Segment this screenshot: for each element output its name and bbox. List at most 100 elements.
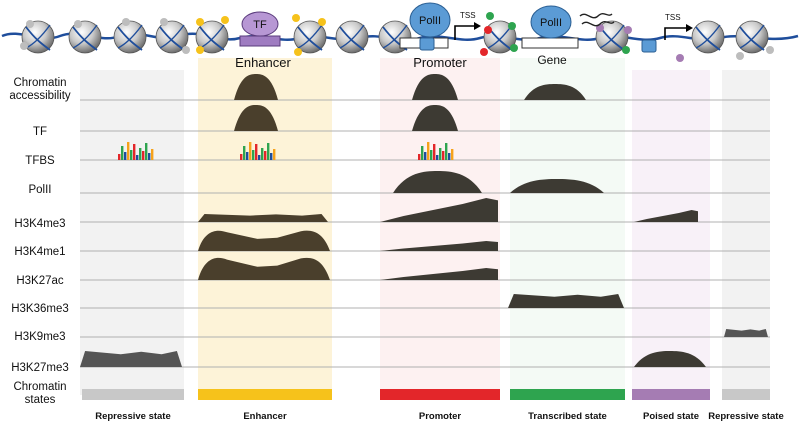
histone-mark-dot	[196, 18, 204, 26]
state-label: Repressive state	[708, 411, 784, 422]
tf-label: TF	[253, 19, 267, 31]
histone-mark-dot	[318, 18, 326, 26]
signal-peak	[380, 241, 498, 251]
track-label: H3K9me3	[14, 331, 65, 343]
state-label: Promoter	[419, 411, 462, 422]
chromatin-state-bars: Repressive state Enhancer Promoter Transcri…	[82, 389, 784, 422]
state-bar	[198, 389, 332, 400]
signal-peak	[634, 351, 706, 367]
polII-label-promoter: PolII	[419, 15, 441, 27]
signal-peak	[412, 74, 458, 100]
signal-peak	[412, 105, 458, 131]
nucleosome-icon	[293, 20, 327, 54]
nucleosome-icon	[691, 20, 725, 54]
histone-mark-dot	[766, 46, 774, 54]
histone-mark-dot	[294, 48, 302, 56]
nucleosome-icon	[21, 20, 55, 54]
histone-mark-dot	[221, 16, 229, 24]
transcribed-panel	[510, 58, 625, 395]
nucleosome-icon	[335, 20, 369, 54]
histone-mark-dot	[736, 52, 744, 60]
signal-peak	[508, 294, 624, 308]
state-label: Transcribed state	[528, 411, 607, 422]
histone-mark-dot	[486, 12, 494, 20]
tss-arrow-promoter: TSS	[454, 11, 481, 40]
signal-peak	[524, 84, 586, 100]
nucleosome-icon	[68, 20, 102, 54]
tf-protein: TF	[239, 11, 281, 47]
tfbs-logo-icon	[240, 142, 276, 160]
tfbs-motifs	[118, 142, 454, 160]
histone-mark-dot	[508, 22, 516, 30]
signal-peak	[80, 351, 182, 367]
histone-mark-dot	[182, 46, 190, 54]
track-label: TFBS	[25, 155, 55, 167]
nucleosome-icon	[735, 20, 769, 54]
signal-peak	[393, 171, 482, 193]
poised-panel	[632, 70, 710, 395]
track-label: H3K27me3	[11, 362, 69, 374]
track-label: PolII	[28, 184, 51, 196]
histone-mark-dot	[26, 20, 34, 28]
state-label: Enhancer	[243, 411, 287, 422]
histone-mark-dot	[74, 20, 82, 28]
track-label: H3K4me3	[14, 218, 65, 230]
histone-mark-dot	[292, 14, 300, 22]
histone-mark-dot	[676, 54, 684, 62]
signal-peak	[234, 105, 278, 131]
state-bar	[82, 389, 184, 400]
histone-mark-dot	[510, 44, 518, 52]
track-label: TF	[33, 126, 47, 138]
histone-mark-dot	[484, 26, 492, 34]
state-bar	[722, 389, 770, 400]
signal-peak	[724, 329, 768, 337]
tfbs-logo-icon	[418, 142, 454, 160]
histone-mark-dot	[624, 26, 632, 34]
track-label: H3K27ac	[16, 275, 64, 287]
enhancer-title: Enhancer	[235, 55, 291, 70]
histone-marks	[20, 12, 774, 62]
repressive-panel-right	[722, 70, 770, 395]
histone-mark-dot	[122, 18, 130, 26]
promoter-title: Promoter	[413, 55, 467, 70]
signal-peak	[198, 257, 330, 280]
tss-label-promoter: TSS	[460, 11, 476, 20]
signal-peak	[634, 210, 698, 222]
polII-label-gene: PolII	[540, 17, 562, 29]
state-bar	[380, 389, 500, 400]
histone-mark-dot	[196, 46, 204, 54]
signal-peak	[198, 214, 328, 222]
signal-peak	[510, 179, 604, 193]
track-label: H3K4me1	[14, 246, 65, 258]
repressive-panel-left	[80, 70, 184, 395]
gene-label: Gene	[537, 53, 567, 67]
nucleosome-row	[21, 20, 769, 54]
polII-gene: PolII Gene	[521, 5, 579, 67]
signal-peak	[234, 74, 278, 100]
region-panels	[80, 58, 770, 395]
nucleosome-icon	[155, 20, 189, 54]
tss-arrow-poised: TSS	[664, 13, 693, 40]
signal-peak	[198, 230, 330, 251]
poised-polII-stub	[641, 39, 657, 53]
histone-mark-dot	[160, 18, 168, 26]
state-bar	[510, 389, 625, 400]
histone-mark-dot	[622, 46, 630, 54]
signal-peak	[380, 268, 498, 280]
state-bar	[632, 389, 710, 400]
signal-tracks	[80, 74, 770, 368]
state-label: Repressive state	[95, 411, 171, 422]
tfbs-logo-icon	[118, 142, 154, 160]
histone-mark-dot	[480, 48, 488, 56]
signal-peak	[380, 198, 498, 222]
histone-mark-dot	[20, 42, 28, 50]
polII-promoter: PolII	[399, 2, 451, 51]
track-label: H3K36me3	[11, 303, 69, 315]
rna-transcript-icon	[579, 13, 615, 27]
nucleosome-icon	[195, 20, 229, 54]
tss-label-poised: TSS	[665, 13, 681, 22]
